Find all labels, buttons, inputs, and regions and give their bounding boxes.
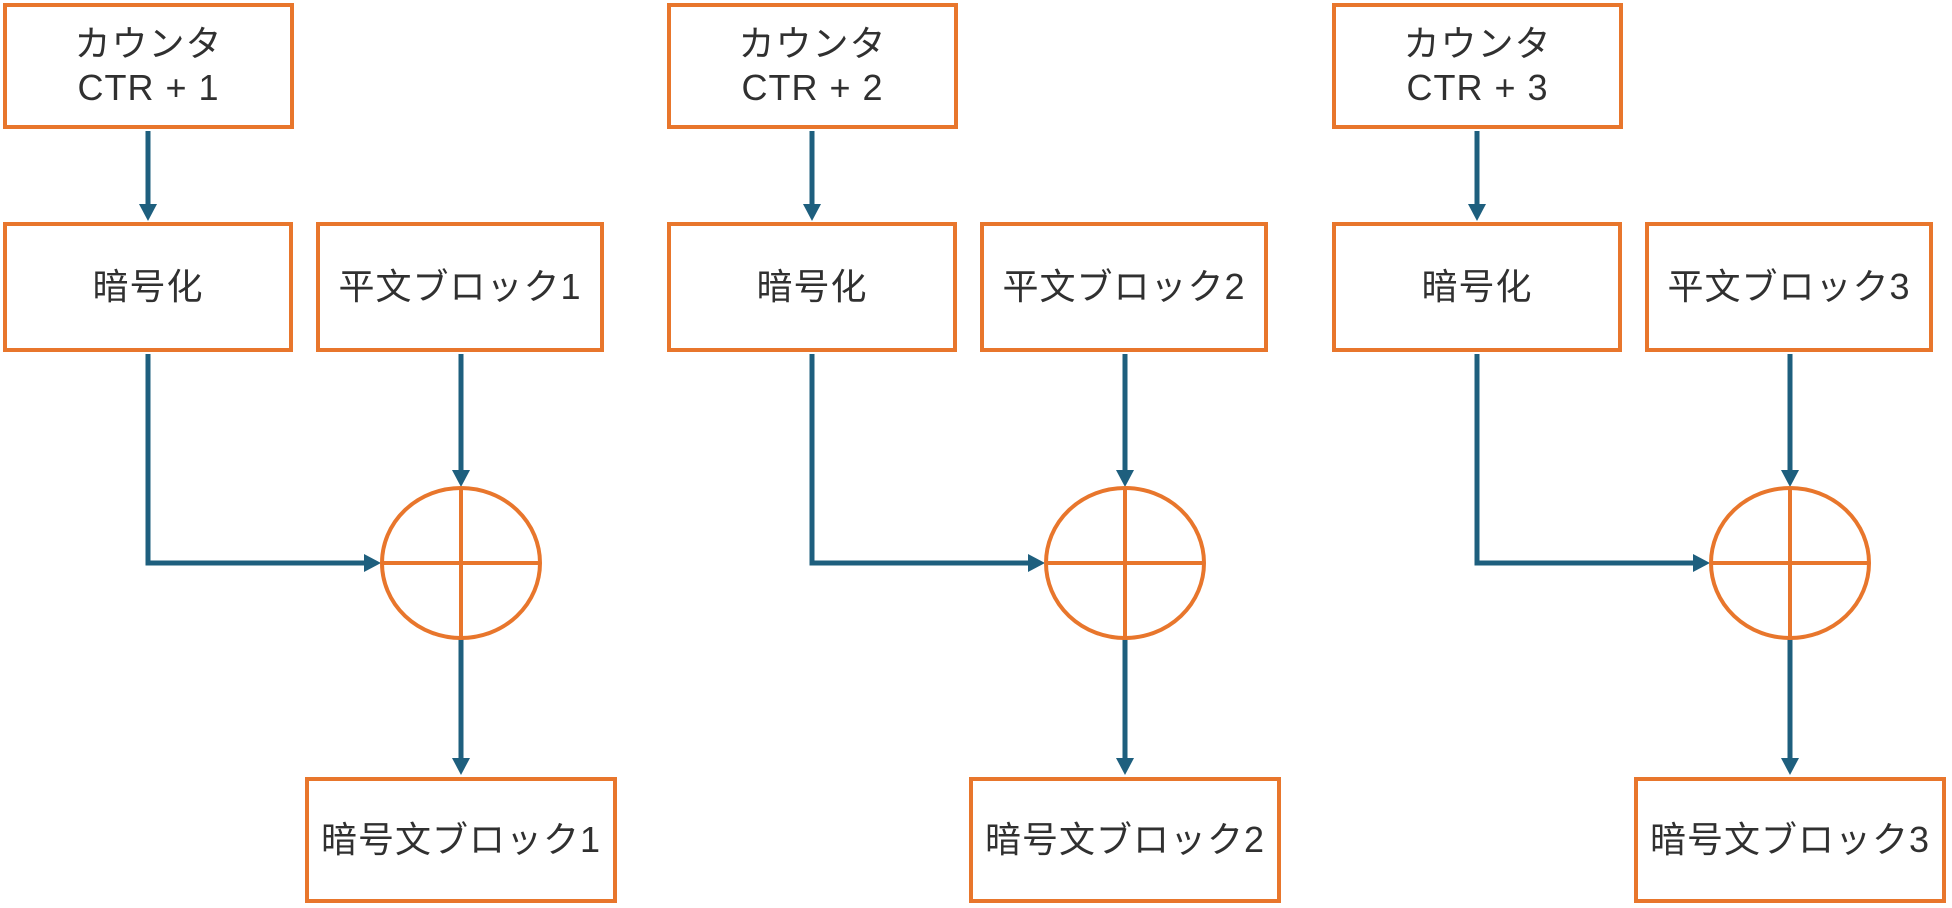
column-block-3: カウンタ CTR + 3 暗号化 平文ブロック3 暗号文ブロック3 bbox=[1329, 0, 1949, 908]
encrypt-label: 暗号化 bbox=[1421, 266, 1533, 308]
counter-box: カウンタ CTR + 2 bbox=[667, 3, 958, 129]
ciphertext-label: 暗号文ブロック2 bbox=[984, 819, 1266, 861]
encrypt-label: 暗号化 bbox=[756, 266, 868, 308]
ciphertext-label: 暗号文ブロック1 bbox=[320, 819, 602, 861]
column-block-1: カウンタ CTR + 1 暗号化 平文ブロック1 暗号文ブロック1 bbox=[0, 0, 620, 908]
ciphertext-box: 暗号文ブロック2 bbox=[969, 777, 1281, 903]
plaintext-label: 平文ブロック3 bbox=[1667, 266, 1911, 308]
counter-label-line1: カウンタ bbox=[738, 23, 887, 65]
plaintext-label: 平文ブロック2 bbox=[1002, 266, 1246, 308]
ciphertext-box: 暗号文ブロック1 bbox=[305, 777, 617, 903]
encrypt-label: 暗号化 bbox=[92, 266, 204, 308]
encrypt-box: 暗号化 bbox=[3, 222, 293, 352]
encrypt-box: 暗号化 bbox=[667, 222, 957, 352]
counter-label-line1: カウンタ bbox=[1403, 23, 1552, 65]
counter-label-line2: CTR + 2 bbox=[741, 67, 884, 108]
counter-box: カウンタ CTR + 3 bbox=[1332, 3, 1623, 129]
counter-label-line1: カウンタ bbox=[74, 23, 223, 65]
ciphertext-label: 暗号文ブロック3 bbox=[1649, 819, 1931, 861]
plaintext-label: 平文ブロック1 bbox=[338, 266, 582, 308]
ciphertext-box: 暗号文ブロック3 bbox=[1634, 777, 1946, 903]
column-block-2: カウンタ CTR + 2 暗号化 平文ブロック2 暗号文ブロック2 bbox=[664, 0, 1284, 908]
plaintext-box: 平文ブロック2 bbox=[980, 222, 1268, 352]
plaintext-box: 平文ブロック1 bbox=[316, 222, 604, 352]
counter-label-line2: CTR + 3 bbox=[1406, 67, 1549, 108]
counter-label-line2: CTR + 1 bbox=[77, 67, 220, 108]
encrypt-box: 暗号化 bbox=[1332, 222, 1622, 352]
counter-box: カウンタ CTR + 1 bbox=[3, 3, 294, 129]
plaintext-box: 平文ブロック3 bbox=[1645, 222, 1933, 352]
